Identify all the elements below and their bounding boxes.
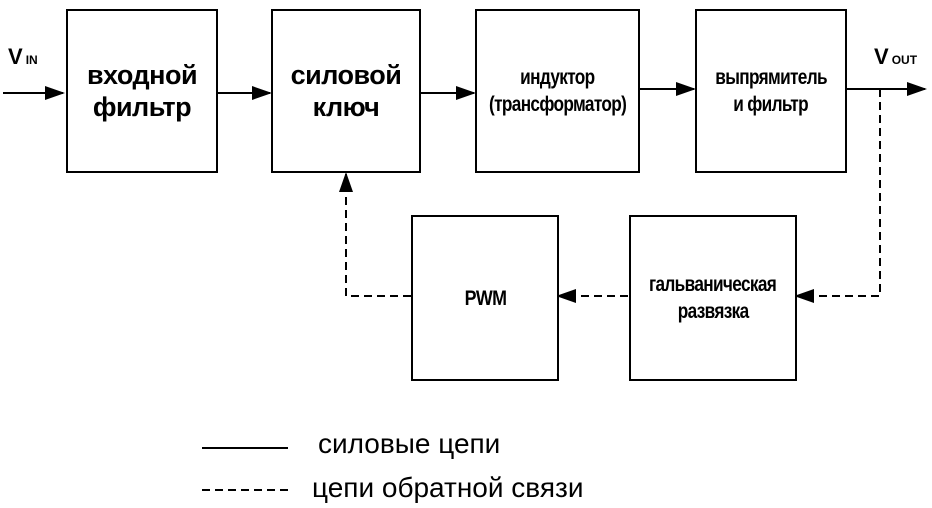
block-pwm-label: PWM <box>464 286 506 310</box>
block-isolation-line1: гальваническая <box>649 273 777 296</box>
block-isolation: гальваническая развязка <box>629 215 797 381</box>
vin-main: V <box>8 44 23 69</box>
block-rectifier-line2: и фильтр <box>733 93 809 116</box>
block-inductor-line2: (трансформатор) <box>488 93 627 116</box>
vout-sub: OUT <box>891 53 918 67</box>
block-isolation-line2: развязка <box>677 300 749 323</box>
vin-sub: IN <box>25 53 38 67</box>
block-power-switch-line2: ключ <box>312 92 380 122</box>
block-input-filter: входной фильтр <box>66 9 218 173</box>
block-pwm: PWM <box>411 215 559 381</box>
block-rectifier-line1: выпрямитель <box>715 66 827 89</box>
block-rectifier: выпрямитель и фильтр <box>695 9 847 173</box>
vout-main: V <box>874 44 889 69</box>
block-power-switch: силовой ключ <box>271 9 421 173</box>
feedback-pwm-switch <box>339 172 411 297</box>
block-inductor: индуктор (трансформатор) <box>475 9 640 173</box>
block-input-filter-line2: фильтр <box>92 92 192 122</box>
block-inductor-line1: индуктор <box>520 66 595 89</box>
feedback-vout-isolation <box>794 89 881 303</box>
block-input-filter-line1: входной <box>86 60 198 90</box>
block-power-switch-line1: силовой <box>290 60 402 90</box>
legend-power-label: силовые цепи <box>318 428 501 459</box>
legend-feedback-label: цепи обратной связи <box>312 472 584 503</box>
